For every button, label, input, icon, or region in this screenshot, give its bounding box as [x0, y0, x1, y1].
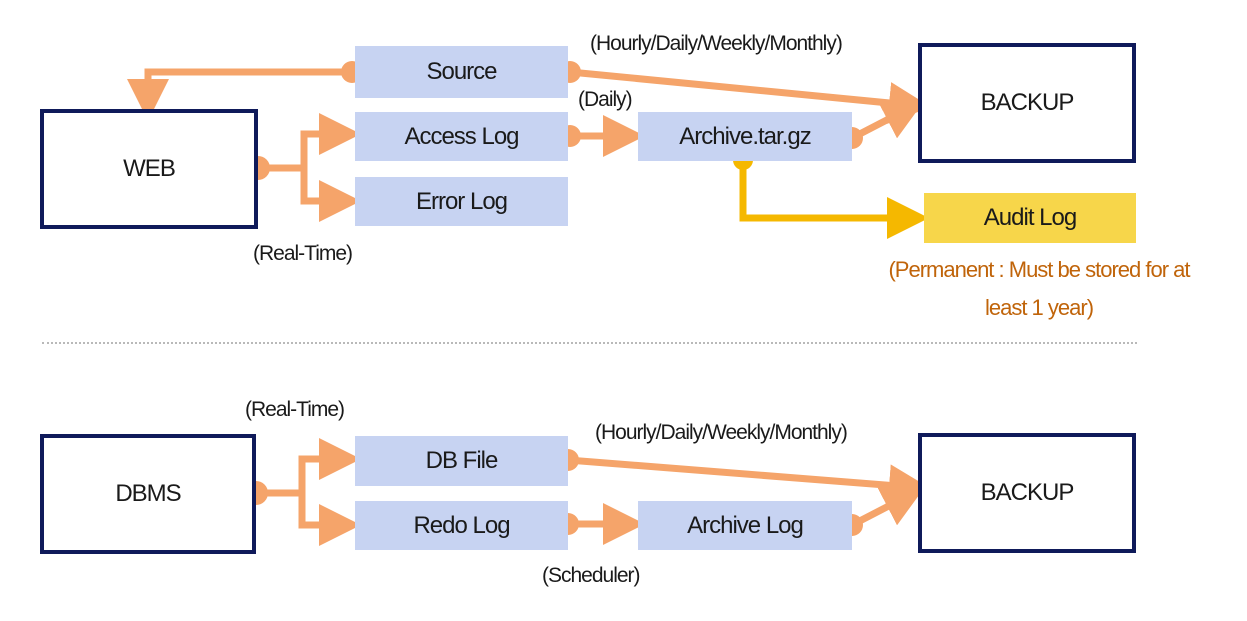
source-to-backup-connector	[569, 68, 931, 124]
access-log-box-label: Access Log	[404, 122, 519, 150]
archive-log-box-label: Archive Log	[687, 511, 804, 539]
web-realtime-label: (Real-Time)	[253, 242, 353, 265]
web-box-label: WEB	[123, 155, 176, 182]
access-log-box: Access Log	[355, 112, 568, 161]
dbms-realtime-label: (Real-Time)	[245, 398, 345, 421]
backup-box-web: BACKUP	[918, 43, 1136, 163]
backup-box-web-label: BACKUP	[980, 89, 1075, 116]
archive-tar-gz-box-label: Archive.tar.gz	[679, 122, 811, 150]
web-box: WEB	[40, 109, 258, 229]
audit-retention-note-line1: (Permanent : Must be stored for at	[888, 257, 1190, 282]
redo-log-box: Redo Log	[355, 501, 568, 550]
scheduler-label: (Scheduler)	[542, 564, 641, 587]
backup-box-dbms-label: BACKUP	[980, 479, 1075, 506]
source-to-web-connector	[127, 68, 352, 121]
archive-tar-gz-box: Archive.tar.gz	[638, 112, 852, 161]
dbms-to-db-file-connector	[298, 438, 361, 493]
dbms-box-label: DBMS	[115, 480, 181, 507]
error-log-box-label: Error Log	[415, 187, 508, 215]
db-file-to-backup-connector	[567, 456, 931, 507]
source-box-label: Source	[426, 58, 497, 85]
archive-to-audit-log-connector	[739, 160, 929, 239]
section-divider	[42, 342, 1137, 344]
audit-retention-note: (Permanent : Must be stored for at least…	[858, 251, 1220, 327]
audit-log-box: Audit Log	[924, 193, 1136, 243]
dbms-box: DBMS	[40, 434, 256, 554]
audit-retention-note-line2: least 1 year)	[984, 295, 1094, 320]
redo-log-box-label: Redo Log	[413, 511, 510, 539]
db-file-box-label: DB File	[425, 447, 499, 474]
db-file-box: DB File	[355, 436, 568, 486]
backup-box-dbms: BACKUP	[918, 433, 1136, 553]
web-flows	[127, 61, 931, 239]
source-box: Source	[355, 46, 568, 98]
web-to-access-log-connector	[300, 113, 361, 168]
error-log-box: Error Log	[355, 177, 568, 226]
archive-log-box: Archive Log	[638, 501, 852, 550]
daily-label: (Daily)	[578, 88, 633, 111]
web-to-error-log-connector	[300, 168, 361, 222]
web-backup-schedule-label: (Hourly/Daily/Weekly/Monthly)	[590, 32, 843, 55]
dbms-to-redo-log-connector	[298, 493, 361, 546]
audit-log-box-label: Audit Log	[983, 204, 1077, 231]
dbms-backup-schedule-label: (Hourly/Daily/Weekly/Monthly)	[595, 421, 848, 444]
